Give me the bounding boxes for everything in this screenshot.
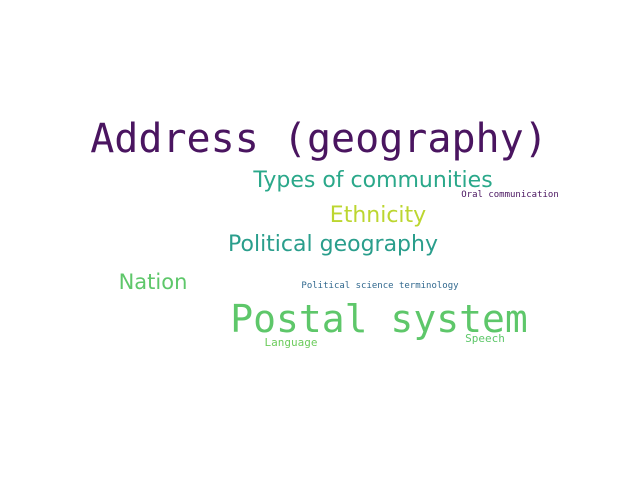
word-nation: Nation [118, 270, 188, 294]
word-political-geography: Political geography [228, 232, 438, 257]
word-oral-communication: Oral communication [461, 190, 559, 200]
word-political-science-terminology: Political science terminology [301, 281, 459, 291]
word-postal-system: Postal system [230, 297, 528, 341]
word-ethnicity: Ethnicity [329, 203, 427, 228]
word-language: Language [264, 336, 318, 349]
word-speech: Speech [465, 332, 505, 345]
word-address-geography: Address (geography) [90, 116, 548, 162]
word-types-of-communities: Types of communities [253, 168, 493, 193]
